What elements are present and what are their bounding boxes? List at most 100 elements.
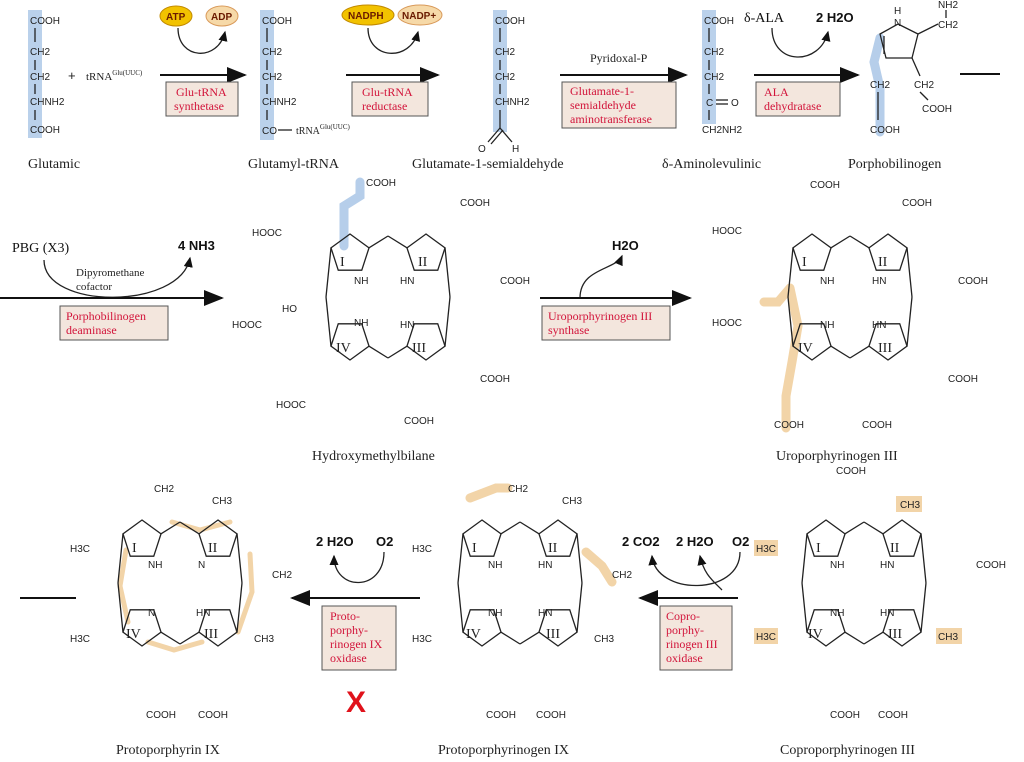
- ch2-label: CH2: [30, 72, 50, 83]
- bond: [368, 235, 389, 249]
- nadph-badge: [341, 4, 395, 26]
- cooh-label: COOH: [262, 16, 292, 27]
- ring-label: III: [888, 627, 902, 642]
- pyrrole-ring: [462, 609, 502, 647]
- cofactor-label: Dipyromethane: [76, 267, 145, 279]
- step-ala-dehydratase: δ-ALA 2 H2O ALA dehydratase: [744, 10, 860, 117]
- chnh2-label: CHNH2: [495, 97, 530, 108]
- compound-name: Hydroxymethylbilane: [312, 449, 435, 464]
- reactant-label: δ-ALA: [744, 11, 785, 26]
- step-pbg-deaminase: PBG (X3) 4 NH3 Dipyromethane cofactor Po…: [0, 238, 224, 341]
- reactant-label: PBG (X3): [12, 241, 70, 256]
- h3c-label: H3C: [412, 544, 432, 555]
- nh-label: NH: [830, 560, 844, 571]
- ch2-label: CH2: [704, 72, 724, 83]
- bond: [844, 521, 865, 535]
- nadp-badge: [397, 4, 443, 26]
- hn-label: HN: [538, 560, 552, 571]
- bond: [387, 235, 408, 249]
- enzyme-label: oxidase: [666, 651, 703, 665]
- ring-label: I: [802, 255, 807, 270]
- step-aminotransferase: Pyridoxal-P Glutamate-1- semialdehyde am…: [560, 51, 688, 129]
- hooc-label: HOOC: [232, 320, 262, 331]
- enzyme-label: dehydratase: [764, 99, 821, 113]
- enzyme-box: [59, 305, 169, 341]
- h3c-label: H3C: [756, 544, 776, 555]
- chnh2-label: CHNH2: [30, 97, 65, 108]
- enzyme-label: deaminase: [66, 323, 117, 337]
- bond: [179, 521, 200, 535]
- hydrogen-label: H: [894, 6, 901, 17]
- ring-label: II: [878, 255, 888, 270]
- reactant-label: O2: [732, 534, 749, 549]
- cooh-label: COOH: [948, 374, 978, 385]
- pyrrole-ring: [330, 323, 370, 361]
- protoporphyrinogen-ix: CH2 CH3 H3C CH2 H3C CH3 COOH COOH NH HN …: [412, 483, 632, 758]
- nh-label: NH: [148, 560, 162, 571]
- enzyme-label: ALA: [764, 85, 789, 99]
- ring-label: I: [340, 255, 345, 270]
- compound-name: Protoporphyrin IX: [116, 743, 220, 758]
- bond: [849, 235, 870, 249]
- pyrrole-ring: [406, 323, 446, 361]
- pyrrole-ring: [868, 233, 908, 271]
- oxygen-label: O: [478, 144, 486, 155]
- pyrrole-ring: [198, 519, 238, 557]
- cooh-label: COOH: [976, 560, 1006, 571]
- ch2-label: CH2: [704, 47, 724, 58]
- pyrrole-ring: [868, 323, 908, 361]
- ch2-label: CH2: [262, 72, 282, 83]
- pyrrole-ring: [538, 519, 578, 557]
- glutamyl-trna: COOH CH2 CH2 CHNH2 CO tRNAGlu(UUC) Gluta…: [248, 10, 351, 172]
- cooh-label: COOH: [486, 710, 516, 721]
- ring-label: IV: [808, 627, 823, 642]
- carbon-label: C: [706, 98, 713, 109]
- ring-label: II: [418, 255, 428, 270]
- bond: [787, 247, 794, 298]
- bond: [906, 296, 913, 347]
- nh-label: NH: [354, 276, 368, 287]
- hn-label: HN: [872, 320, 886, 331]
- enzyme-label: reductase: [362, 99, 407, 113]
- ring-label: IV: [126, 627, 141, 642]
- cooh-label: COOH: [500, 276, 530, 287]
- compound-name: Protoporphyrinogen IX: [438, 743, 569, 758]
- enzyme-label: Glu-tRNA: [362, 85, 413, 99]
- ch3-label: CH3: [212, 496, 232, 507]
- cooh-label: COOH: [495, 16, 525, 27]
- bond: [236, 533, 243, 584]
- pyrrole-ring: [792, 323, 832, 361]
- nitrogen-label: N: [894, 18, 901, 29]
- ch2-label: CH2: [30, 47, 50, 58]
- nh-label: NH: [820, 320, 834, 331]
- nadp-label: NADP+: [402, 11, 436, 22]
- hn-label: HN: [400, 276, 414, 287]
- coproporphyrinogen-iii: COOH CH3 H3C COOH H3C CH3 COOH COOH NH H…: [754, 466, 1006, 758]
- ring-label: IV: [466, 627, 481, 642]
- cooh-label: COOH: [146, 710, 176, 721]
- reactant-label: O2: [376, 534, 393, 549]
- compound-name: δ-Aminolevulinic: [662, 157, 761, 172]
- ring-label: III: [878, 341, 892, 356]
- cooh-label: COOH: [460, 198, 490, 209]
- pyrrole-ring: [122, 519, 162, 557]
- ring-label: III: [412, 341, 426, 356]
- bond: [387, 345, 408, 359]
- hn-label: HN: [880, 560, 894, 571]
- bond: [801, 582, 808, 633]
- bond: [179, 631, 200, 645]
- ring-label: II: [208, 541, 218, 556]
- nh-label: NH: [830, 608, 844, 619]
- nitrogen-label: N: [198, 560, 205, 571]
- enzyme-box: [351, 81, 429, 117]
- pyrrole-ring: [462, 519, 502, 557]
- bond: [444, 296, 451, 347]
- bond: [576, 582, 583, 633]
- bond: [576, 533, 583, 584]
- compound-name: Uroporphyrinogen III: [776, 449, 898, 464]
- ch2-label: CH2: [154, 484, 174, 495]
- ring-label: IV: [798, 341, 813, 356]
- hn-label: HN: [872, 276, 886, 287]
- bond: [920, 533, 927, 584]
- h3c-label: H3C: [70, 634, 90, 645]
